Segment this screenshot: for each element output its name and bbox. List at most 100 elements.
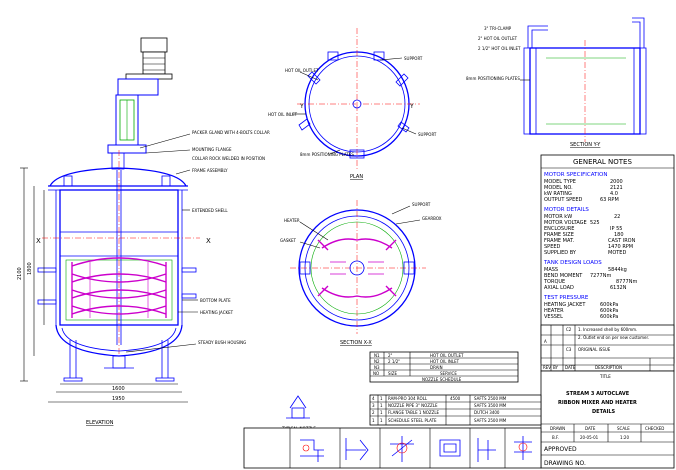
callout-frame-assembly: FRAME ASSEMBLY	[192, 168, 228, 173]
motor-spec-value: 2000	[610, 179, 623, 185]
bom-material: SAFTS 2500 MM	[474, 396, 507, 401]
plan-callout-support-bottom: SUPPORT	[418, 132, 437, 137]
date-label: DATE	[585, 426, 596, 431]
detail-sketch-icon	[300, 436, 532, 462]
bom-desc: SCHEDULE STEEL PLATE	[388, 418, 437, 423]
sxx-callout-gasket: GASKET	[280, 238, 297, 243]
tank-load-value: 8777Nm	[616, 279, 637, 285]
revisions-table: A C2 1. Increased shell by 600mm. 2. Out…	[540, 324, 675, 372]
ribbon-agitator-icon	[71, 257, 167, 318]
plan-label: PLAN	[350, 174, 363, 180]
bom-item: 1	[372, 418, 375, 423]
section-mark-x-right: X	[206, 237, 211, 245]
checked-label: CHECKED	[645, 426, 664, 431]
tank-load-key: TORQUE	[543, 279, 565, 285]
date-value: 20-05-01	[580, 435, 599, 440]
section-xx-callouts: HEATER GASKET SUPPORT GEARBOX	[280, 202, 442, 249]
syy-callout-hot-oil-inlet: 2 1/2" HOT OIL INLET	[478, 46, 521, 51]
plan-callouts: HOT OIL OUTLET SUPPORT HOT OIL INLET SUP…	[268, 56, 437, 157]
revision-header: DATE	[565, 365, 576, 370]
test-pressure-value: 600kPa	[600, 314, 618, 320]
title-line-3: DETAILS	[592, 409, 616, 415]
nozzle-header: SIZE	[388, 371, 397, 376]
general-notes-title: GENERAL NOTES	[573, 158, 632, 166]
syy-callout-positioning: 8mm POSITIONING PLATES	[466, 76, 520, 81]
bom-item: 4	[372, 396, 375, 401]
nozzle-service: HOT OIL OUTLET	[430, 353, 464, 358]
callout-mounting-flange: MOUNTING FLANGE	[192, 147, 232, 152]
motor-detail-value: CAST IRON	[608, 238, 636, 244]
revision-description: 2. Outlet end on per new customer.	[578, 335, 649, 340]
motor-detail-value: IP 55	[610, 226, 622, 232]
motor-detail-key: SPEED	[544, 244, 561, 250]
motor-spec-value: 4.0	[610, 191, 618, 197]
bom-item: 3	[372, 403, 375, 408]
nozzle-header: SERVICE	[440, 371, 457, 376]
plan-view: Y Y HOT OIL OUTLET SUPPORT HOT OIL INLET…	[268, 28, 437, 180]
revision-by: C3	[566, 347, 572, 352]
motor-spec-key: MODEL NO.	[544, 185, 573, 191]
revision-description: 1. Increased shell by 600mm.	[578, 327, 637, 332]
section-xx-view: HEATER GASKET SUPPORT GEARBOX SECTION X-…	[280, 200, 442, 346]
callout-heating-jacket: HEATING JACKET	[200, 310, 234, 315]
nozzle-no: N2	[374, 359, 380, 364]
tank-load-key: MASS	[544, 267, 558, 273]
plan-callout-positioning-plates: 8mm POSITIONING PLATES	[300, 152, 354, 157]
motor-detail-key: FRAME MAT.	[544, 238, 574, 244]
motor-icon	[107, 37, 173, 154]
drawing-no-label: DRAWING NO.	[544, 460, 586, 467]
motor-spec-heading: MOTOR SPECIFICATION	[544, 172, 607, 178]
bom-qty: 1	[380, 403, 383, 408]
tank-load-key: BEND MOMENT	[544, 273, 583, 279]
bom-desc: RAM-PRO 304 ROLL	[388, 396, 428, 401]
nozzle-service: HOT OIL INLET	[430, 359, 460, 364]
motor-spec-value: 2121	[610, 185, 623, 191]
sxx-callout-gearbox: GEARBOX	[422, 216, 442, 221]
callout-packer-gland: PACKER GLAND WITH 4-BOLTS COLLAR	[192, 130, 270, 135]
bom-material: SAFTS 2500 MM	[474, 418, 507, 423]
elevation-dimensions: 2100 1800 1950 1600	[17, 167, 188, 403]
test-pressure-key: HEATER	[544, 308, 564, 314]
bom-desc: FLANGE TABLE 1 NOZZLE	[388, 410, 440, 415]
nozzle-schedule-table: N1 2" HOT OIL OUTLET N2 2 1/2" HOT OIL I…	[369, 351, 519, 383]
motor-detail-value: 180	[614, 232, 624, 238]
section-yy-view: 3" TRI-CLAMP 2" HOT OIL OUTLET 2 1/2" HO…	[466, 17, 647, 148]
plan-callout-support-top: SUPPORT	[404, 56, 423, 61]
bom-material: SAFTS 3500 MM	[474, 403, 507, 408]
approved-label: APPROVED	[544, 446, 577, 453]
test-pressure-value: 600kPa	[600, 308, 618, 314]
nozzle-no: N1	[374, 353, 380, 358]
section-xx-label: SECTION X-X	[340, 340, 372, 346]
plan-section-mark-left: Y	[299, 103, 304, 110]
revision-header: DESCRIPTION	[595, 365, 622, 370]
revision-rev: A	[544, 339, 547, 344]
callout-bottom-plate: BOTTOM PLATE	[200, 298, 231, 303]
title-line-2: RIBBON MIXER AND HEATER	[558, 400, 637, 406]
bom-qty: 1	[380, 396, 383, 401]
tank-load-value: 7277Nm	[590, 273, 611, 279]
dim-overall-height: 2100	[17, 267, 23, 280]
test-pressure-heading: TEST PRESSURE	[543, 295, 589, 301]
tank-load-value: 5844kg	[608, 267, 627, 273]
callout-extended-shell: EXTENDED SHELL	[192, 208, 228, 213]
tank-load-key: AXIAL LOAD	[544, 285, 574, 291]
bom-desc: NOZZLE PIPE 3" NOZZLE	[388, 403, 438, 408]
callout-steady-bush: STEADY BUSH HOUSING	[198, 340, 246, 345]
callout-collar-rock: COLLAR ROCK WELDED IN POSITION	[192, 156, 265, 161]
revision-header: BY	[553, 365, 559, 370]
motor-detail-key: MOTOR VOLTAGE	[544, 220, 587, 226]
test-pressure-value: 600kPa	[600, 302, 618, 308]
motor-detail-value: MOTED	[608, 250, 626, 256]
elevation-label: ELEVATION	[86, 420, 114, 426]
dim-vessel-height: 1800	[27, 262, 33, 275]
nozzle-no: N3	[374, 365, 380, 370]
title-label: TITLE	[599, 374, 611, 379]
section-mark-x-left: X	[36, 237, 41, 245]
motor-spec-key: OUTPUT SPEED	[544, 197, 582, 203]
motor-detail-key: ENCLOSURE	[544, 226, 574, 232]
revision-description: ORIGINAL ISSUE	[578, 347, 611, 352]
nozzle-size: 2"	[388, 353, 393, 358]
section-yy-label: SECTION Y-Y	[570, 142, 601, 148]
syy-callout-hot-oil-outlet: 2" HOT OIL OUTLET	[478, 36, 518, 41]
motor-detail-value: 1470 RPM	[608, 244, 633, 250]
